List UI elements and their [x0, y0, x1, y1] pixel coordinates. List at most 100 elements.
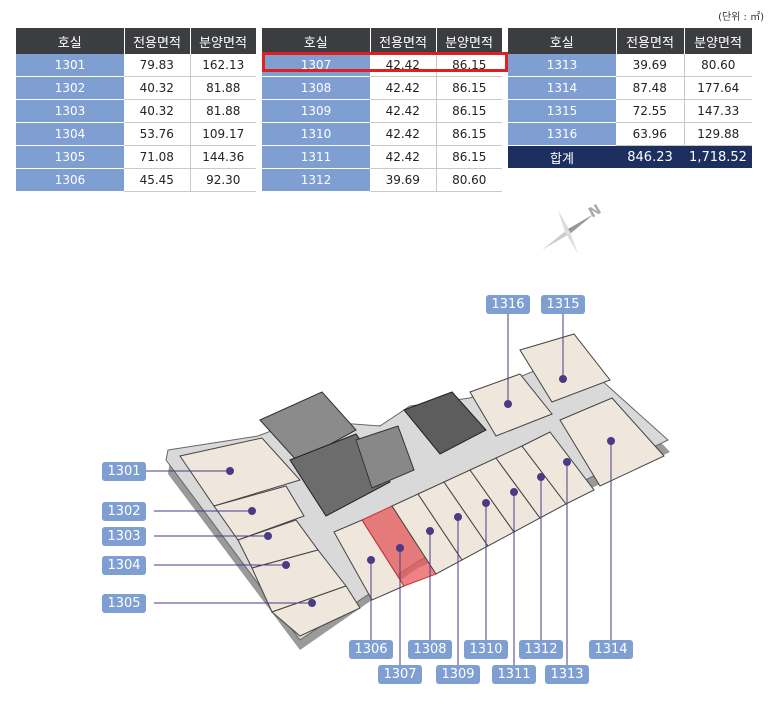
room-dot-1312 — [537, 473, 545, 481]
total-label: 합계 — [508, 145, 616, 168]
room-dot-1303 — [264, 532, 272, 540]
room-cell: 1315 — [508, 99, 616, 123]
supply-cell: 129.88 — [684, 122, 752, 146]
compass-letter: N — [586, 202, 604, 222]
room-dot-1304 — [282, 561, 290, 569]
table-header: 호실 전용면적 분양면적 — [16, 28, 257, 54]
room-cell: 1314 — [508, 76, 616, 100]
room-dot-1315 — [559, 375, 567, 383]
header-exclusive: 전용면적 — [616, 28, 685, 54]
total-supply: 1,718.52 — [684, 145, 752, 168]
plan-label-1305: 1305 — [102, 594, 146, 613]
supply-cell: 92.30 — [190, 168, 256, 192]
exclusive-cell: 45.45 — [124, 168, 191, 192]
plan-label-1307: 1307 — [378, 665, 422, 684]
room-dot-1306 — [367, 556, 375, 564]
total-exclusive: 846.23 — [616, 145, 684, 168]
room-cell: 1305 — [16, 145, 124, 169]
plan-label-1308: 1308 — [408, 640, 452, 659]
room-cell: 1312 — [262, 168, 370, 192]
plan-label-1311: 1311 — [492, 665, 536, 684]
room-dot-1305 — [308, 599, 316, 607]
header-supply: 분양면적 — [190, 28, 257, 54]
building — [165, 333, 670, 650]
exclusive-cell: 71.08 — [124, 145, 191, 169]
room-dot-1301 — [226, 467, 234, 475]
supply-cell: 81.88 — [190, 99, 256, 123]
room-cell: 1308 — [262, 76, 370, 100]
room-cell: 1310 — [262, 122, 370, 146]
header-exclusive: 전용면적 — [124, 28, 191, 54]
room-cell: 1309 — [262, 99, 370, 123]
room-dot-1311 — [510, 488, 518, 496]
leader-lines — [146, 312, 615, 666]
exclusive-cell: 53.76 — [124, 122, 191, 146]
exclusive-cell: 42.42 — [370, 99, 437, 123]
exclusive-cell: 39.69 — [616, 54, 685, 77]
plan-label-1301: 1301 — [102, 462, 146, 481]
supply-cell: 86.15 — [436, 122, 502, 146]
plan-label-1310: 1310 — [464, 640, 508, 659]
room-cell: 1316 — [508, 122, 616, 146]
room-cell: 1301 — [16, 54, 124, 77]
supply-cell: 177.64 — [684, 76, 752, 100]
supply-cell: 147.33 — [684, 99, 752, 123]
exclusive-cell: 40.32 — [124, 76, 191, 100]
supply-cell: 109.17 — [190, 122, 256, 146]
supply-cell: 80.60 — [684, 54, 752, 77]
supply-cell: 162.13 — [190, 54, 256, 77]
plan-label-1303: 1303 — [102, 527, 146, 546]
unit-note: (단위 : ㎡) — [718, 12, 764, 23]
plan-label-1309: 1309 — [436, 665, 480, 684]
compass-icon: N — [542, 202, 604, 254]
supply-cell: 144.36 — [190, 145, 256, 169]
table-header: 호실 전용면적 분양면적 — [262, 28, 503, 54]
plan-label-1312: 1312 — [519, 640, 563, 659]
room-dot-1313 — [563, 458, 571, 466]
supply-cell: 86.15 — [436, 76, 502, 100]
room-cell: 1302 — [16, 76, 124, 100]
room-dot-1310 — [482, 499, 490, 507]
room-cell: 1306 — [16, 168, 124, 192]
exclusive-cell: 40.32 — [124, 99, 191, 123]
supply-cell: 80.60 — [436, 168, 502, 192]
exclusive-cell: 42.42 — [370, 145, 437, 169]
exclusive-cell: 42.42 — [370, 76, 437, 100]
header-exclusive: 전용면적 — [370, 28, 437, 54]
room-dot-1314 — [607, 437, 615, 445]
room-cell: 1304 — [16, 122, 124, 146]
room-cell: 1313 — [508, 54, 616, 77]
plan-label-1315: 1315 — [541, 295, 585, 314]
room-dot-1307 — [396, 544, 404, 552]
room-cell: 1311 — [262, 145, 370, 169]
header-supply: 분양면적 — [436, 28, 503, 54]
exclusive-cell: 72.55 — [616, 99, 685, 123]
plan-label-1316: 1316 — [486, 295, 530, 314]
plan-label-1314: 1314 — [589, 640, 633, 659]
plan-label-1313: 1313 — [545, 665, 589, 684]
exclusive-cell: 79.83 — [124, 54, 191, 77]
exclusive-cell: 42.42 — [370, 122, 437, 146]
header-room: 호실 — [16, 28, 125, 54]
supply-cell: 86.15 — [436, 145, 502, 169]
exclusive-cell: 63.96 — [616, 122, 685, 146]
plan-label-1302: 1302 — [102, 502, 146, 521]
table-header: 호실 전용면적 분양면적 — [508, 28, 753, 54]
room-dot-1309 — [454, 513, 462, 521]
exclusive-cell: 39.69 — [370, 168, 437, 192]
room-cell: 1303 — [16, 99, 124, 123]
